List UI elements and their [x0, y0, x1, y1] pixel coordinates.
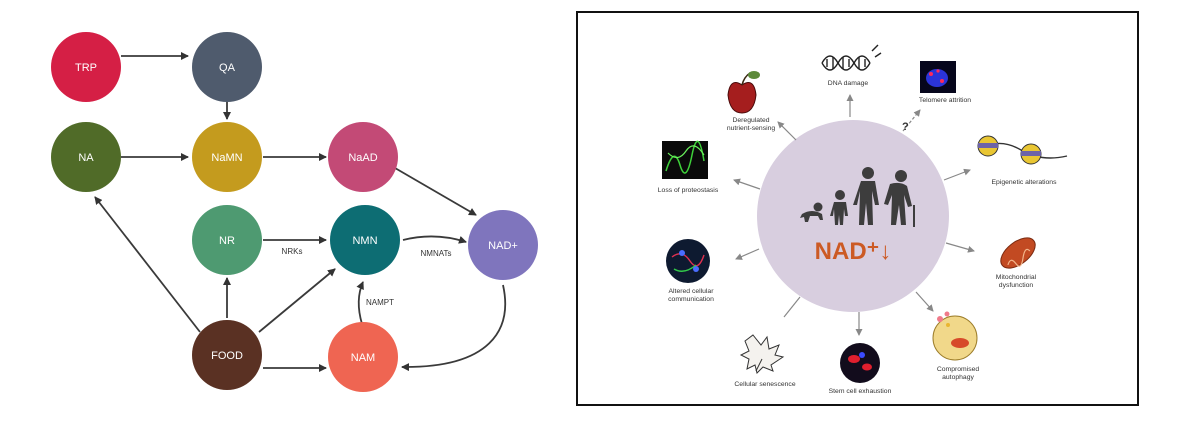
hallmark-loss-of-proteostasis: Loss of proteostasis	[658, 187, 719, 194]
chromatin-icon	[977, 135, 1068, 165]
label-nrks: NRKs	[282, 247, 303, 256]
edge-naad-nad	[394, 167, 477, 216]
aging-figures-icon	[800, 167, 915, 227]
edge-nam-nmn	[356, 281, 364, 325]
mitochondrion-icon	[1000, 237, 1036, 269]
pathway-edges	[94, 52, 507, 372]
edge-food-nmn	[258, 268, 336, 333]
nad-decline-label: NAD⁺↓	[815, 238, 892, 265]
elderly-figure-icon	[884, 170, 915, 227]
arrow-proteostasis	[733, 178, 761, 190]
node-nr-label: NR	[219, 235, 235, 247]
hallmark-stem-cell-exhaustion: Stem cell exhaustion	[829, 388, 892, 395]
hallmark-mito-dysfunction-2: dysfunction	[999, 282, 1034, 289]
aging-hallmarks-panel: NAD⁺↓ ? DNA damage Telomere attrition	[576, 11, 1139, 406]
node-nmn-label: NMN	[352, 235, 377, 247]
adult-figure-icon	[853, 167, 879, 225]
node-namn: NaMN	[192, 122, 262, 192]
hallmarks-svg: NAD⁺↓ ? DNA damage Telomere attrition	[658, 44, 1068, 395]
hallmark-compromised-autophagy-2: autophagy	[942, 374, 974, 381]
dna-helix-icon	[821, 44, 882, 71]
child-figure-icon	[830, 190, 848, 225]
arrow-communication	[735, 248, 760, 260]
node-na-label: NA	[78, 152, 94, 164]
hallmark-compromised-autophagy-1: Compromised	[937, 366, 980, 373]
hallmark-nutrient-sensing-1: Deregulated	[732, 117, 769, 124]
pathway-svg: NRKs NMNATs NAMPT TRP QA NA NaMN NaAD NR…	[51, 32, 538, 392]
telomere-image-icon	[920, 61, 956, 93]
node-trp-label: TRP	[75, 62, 97, 74]
autophagy-icon	[932, 311, 978, 361]
label-nmnats: NMNATs	[421, 249, 452, 258]
hallmark-cell-communication-1: Altered cellular	[669, 288, 715, 295]
arrow-autophagy	[915, 291, 934, 312]
protein-structure-icon	[662, 140, 708, 179]
arrow-mito	[945, 242, 975, 253]
nad-center-circle	[757, 120, 949, 312]
node-nad: NAD+	[468, 210, 538, 280]
node-qa: QA	[192, 32, 262, 102]
node-nam-label: NAM	[351, 352, 375, 364]
node-nmn: NMN	[330, 205, 400, 275]
node-nam: NAM	[328, 322, 398, 392]
hallmark-epigenetic-alterations: Epigenetic alterations	[992, 179, 1058, 186]
hallmark-cell-communication-2: communication	[668, 296, 714, 303]
hallmark-dna-damage: DNA damage	[828, 80, 869, 87]
arrow-telomere	[902, 109, 921, 132]
node-trp: TRP	[51, 32, 121, 102]
node-namn-label: NaMN	[211, 152, 242, 164]
hallmark-cellular-senescence: Cellular senescence	[734, 381, 795, 388]
leaf-icon	[739, 334, 785, 374]
cell-communication-icon	[666, 239, 710, 283]
arrow-senescence	[783, 296, 801, 318]
node-qa-label: QA	[219, 62, 236, 74]
hallmark-telomere-attrition: Telomere attrition	[919, 97, 971, 104]
label-nampt: NAMPT	[366, 298, 394, 307]
hallmark-arrows	[733, 94, 975, 336]
telomere-question-mark: ?	[902, 121, 909, 133]
edge-nad-nam	[401, 284, 507, 372]
hallmark-mito-dysfunction-1: Mitochondrial	[996, 274, 1037, 281]
stem-cell-icon	[840, 343, 880, 383]
node-nad-label: NAD+	[488, 240, 518, 252]
edge-food-na	[94, 196, 201, 333]
arrow-nutrient	[777, 121, 797, 141]
node-naad-label: NaAD	[348, 152, 377, 164]
baby-figure-icon	[800, 202, 823, 222]
nad-pathway-diagram: NRKs NMNATs NAMPT TRP QA NA NaMN NaAD NR…	[0, 0, 560, 430]
arrow-epigenetic	[943, 168, 971, 181]
node-na: NA	[51, 122, 121, 192]
edge-nmn-nad	[402, 235, 467, 244]
node-food: FOOD	[192, 320, 262, 390]
hallmark-nutrient-sensing-2: nutrient-sensing	[727, 125, 776, 132]
apple-icon	[727, 71, 760, 114]
node-naad: NaAD	[328, 122, 398, 192]
node-nr: NR	[192, 205, 262, 275]
node-food-label: FOOD	[211, 350, 243, 362]
